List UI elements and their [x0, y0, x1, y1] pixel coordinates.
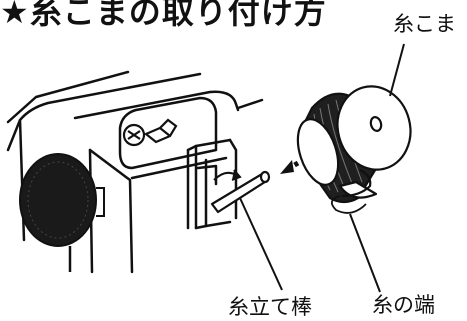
leader-lines — [239, 43, 405, 293]
thread-spool — [296, 85, 412, 204]
page-title: ★糸こまの取り付け方 — [0, 0, 327, 31]
thread-end-leader-line — [349, 213, 381, 293]
insert-direction-arrow-icon — [280, 160, 300, 174]
thread-guide-screw — [122, 118, 178, 147]
spool-pin-leader-line — [239, 197, 283, 291]
hand-wheel — [19, 153, 105, 272]
thread-end-label: 糸の端 — [372, 293, 435, 317]
rotation-arrow-icon — [213, 169, 242, 181]
spool-leader-line — [389, 43, 405, 97]
spool-pin — [210, 170, 271, 214]
thread-end — [330, 195, 367, 214]
spool-label: 糸こま — [393, 12, 456, 36]
spool-pin-label: 糸立て棒 — [228, 295, 312, 319]
machine-body — [6, 70, 264, 274]
